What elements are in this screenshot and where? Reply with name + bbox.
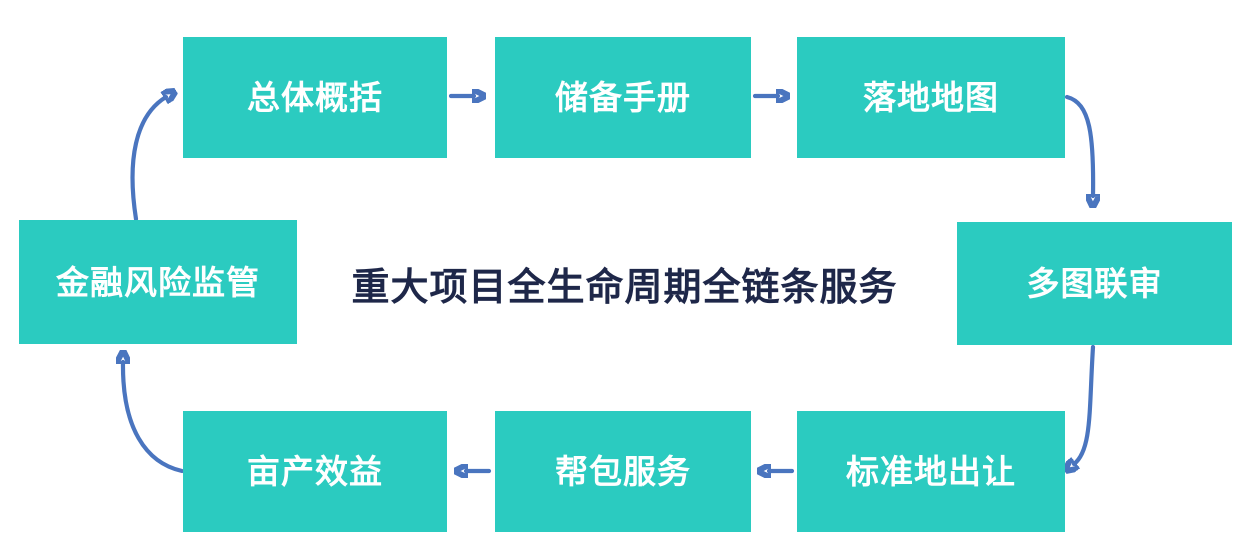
node-landing-map-label: 落地地图 — [863, 79, 999, 116]
node-support-service: 帮包服务 — [495, 411, 751, 532]
node-overall-overview-label: 总体概括 — [247, 79, 383, 116]
node-reserve-manual: 储备手册 — [495, 37, 751, 158]
node-standard-land-transfer: 标准地出让 — [797, 411, 1065, 532]
diagram-center-title: 重大项目全生命周期全链条服务 — [351, 267, 898, 309]
node-per-mu-benefit-label: 亩产效益 — [247, 453, 383, 490]
node-per-mu-benefit: 亩产效益 — [183, 411, 447, 532]
arrow-per-mu-benefit-to-risk-supervision — [123, 362, 185, 474]
node-overall-overview: 总体概括 — [183, 37, 447, 158]
node-standard-land-transfer-label: 标准地出让 — [846, 453, 1016, 490]
node-multi-plan-joint-review: 多图联审 — [957, 222, 1232, 345]
node-financial-risk-supervision: 金融风险监管 — [19, 220, 297, 344]
arrow-risk-supervision-to-overview — [130, 97, 166, 222]
node-reserve-manual-label: 储备手册 — [555, 79, 691, 116]
arrow-landing-map-to-joint-review — [1064, 94, 1093, 196]
node-multi-plan-joint-review-label: 多图联审 — [1026, 265, 1163, 302]
node-support-service-label: 帮包服务 — [555, 453, 691, 490]
node-landing-map: 落地地图 — [797, 37, 1065, 158]
arrow-joint-review-to-land-transfer — [1074, 344, 1096, 464]
node-financial-risk-supervision-label: 金融风险监管 — [56, 263, 260, 301]
